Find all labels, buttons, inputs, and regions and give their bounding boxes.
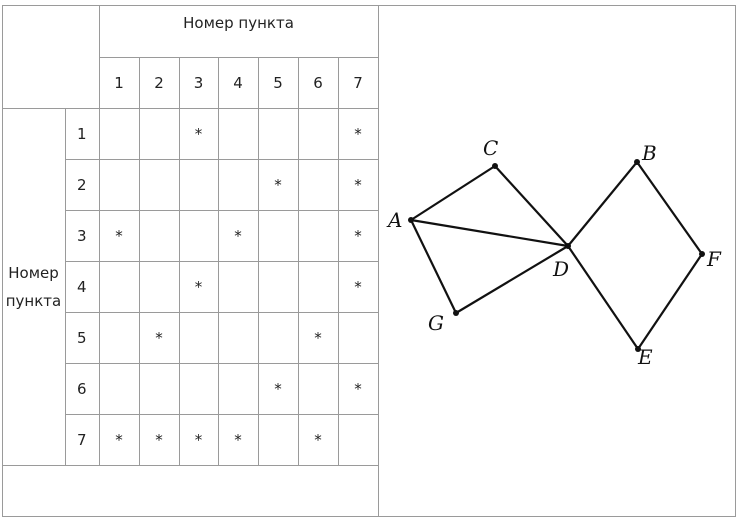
edge-a-d bbox=[410, 218, 569, 248]
table-cell: * bbox=[314, 328, 322, 347]
table-cell: * bbox=[194, 430, 203, 449]
grid-line bbox=[65, 414, 378, 415]
vertex-b bbox=[634, 159, 640, 165]
column-number: 4 bbox=[233, 73, 243, 92]
label-c: C bbox=[483, 136, 498, 160]
outer-border bbox=[2, 5, 735, 6]
table-cell: * bbox=[194, 124, 203, 143]
table-cell: * bbox=[155, 328, 163, 347]
column-number: 1 bbox=[114, 73, 124, 92]
grid-line bbox=[99, 57, 378, 58]
edge-c-d bbox=[494, 165, 569, 247]
table-cell: * bbox=[194, 277, 203, 296]
vertex-e bbox=[635, 346, 641, 352]
label-g: G bbox=[428, 311, 444, 335]
table-cell: * bbox=[234, 226, 242, 245]
row-number: 5 bbox=[77, 328, 87, 347]
label-b: B bbox=[641, 141, 657, 165]
grid-line bbox=[65, 261, 378, 262]
table-cell: * bbox=[314, 430, 322, 449]
vertex-f bbox=[699, 251, 705, 257]
row-number: 7 bbox=[77, 430, 87, 449]
table-cell: * bbox=[155, 430, 163, 449]
label-d: D bbox=[552, 257, 569, 281]
row-number: 6 bbox=[77, 379, 87, 398]
column-header-title: Номер пункта bbox=[183, 14, 294, 32]
edge-f-e bbox=[637, 253, 703, 350]
table-cell: * bbox=[354, 226, 362, 245]
table-cell: * bbox=[354, 379, 362, 398]
table-cell: * bbox=[115, 226, 123, 245]
column-number: 3 bbox=[193, 73, 204, 92]
table-cell: * bbox=[274, 379, 282, 398]
label-a: A bbox=[386, 208, 402, 232]
edge-g-d bbox=[455, 245, 569, 314]
edge-d-b bbox=[567, 161, 638, 247]
outer-border bbox=[2, 516, 735, 517]
edge-a-g bbox=[410, 219, 457, 314]
label-e: E bbox=[637, 345, 653, 369]
column-number: 2 bbox=[154, 73, 164, 92]
vertex-c bbox=[492, 163, 498, 169]
row-number: 4 bbox=[77, 277, 87, 296]
grid-line bbox=[65, 108, 66, 465]
edge-b-f bbox=[636, 161, 703, 255]
edge-a-c bbox=[410, 165, 496, 221]
table-cell: * bbox=[354, 277, 362, 296]
column-number: 7 bbox=[353, 73, 363, 92]
label-f: F bbox=[706, 247, 722, 271]
edge-e-d bbox=[567, 245, 639, 350]
row-number: 1 bbox=[77, 124, 87, 143]
outer-border bbox=[735, 5, 736, 517]
row-header-title: Номер пункта bbox=[5, 263, 62, 310]
table-cell: * bbox=[354, 175, 362, 194]
table-cell: * bbox=[115, 430, 123, 449]
grid-line bbox=[65, 210, 378, 211]
grid-line bbox=[65, 312, 378, 313]
grid-line bbox=[65, 159, 378, 160]
outer-border bbox=[2, 5, 3, 517]
column-number: 5 bbox=[273, 73, 283, 92]
grid-line bbox=[65, 363, 378, 364]
grid-line bbox=[2, 108, 379, 109]
column-divider bbox=[378, 5, 379, 517]
table-cell: * bbox=[274, 175, 282, 194]
row-number: 2 bbox=[77, 175, 87, 194]
table-cell: * bbox=[354, 124, 362, 143]
row-divider bbox=[2, 465, 379, 466]
vertex-g bbox=[453, 310, 459, 316]
column-number: 6 bbox=[313, 73, 323, 92]
table-cell: * bbox=[234, 430, 242, 449]
vertex-d bbox=[565, 243, 571, 249]
row-number: 3 bbox=[77, 226, 87, 245]
grid-line bbox=[99, 5, 100, 465]
vertex-a bbox=[408, 217, 414, 223]
